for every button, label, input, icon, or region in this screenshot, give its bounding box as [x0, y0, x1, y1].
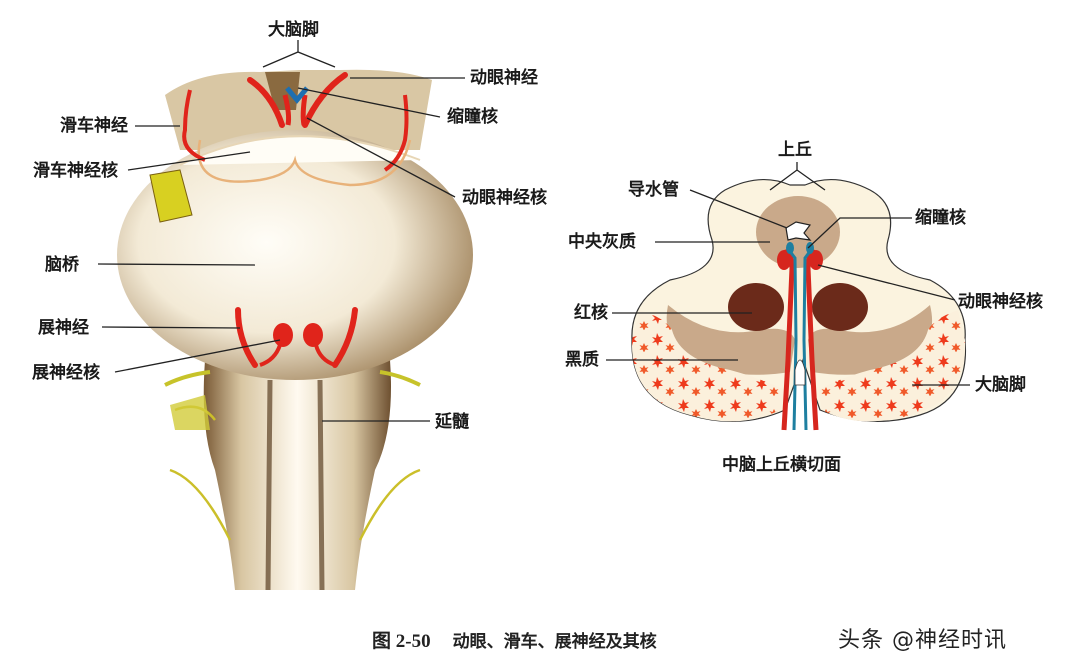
label-oculomotor-nerve: 动眼神经 [470, 68, 538, 88]
figure-caption: 图 2-50 动眼、滑车、展神经及其核 [372, 626, 657, 653]
brainstem-illustration [117, 69, 473, 591]
label-medulla: 延髓 [435, 412, 469, 432]
figure-number: 图 2-50 [372, 631, 431, 652]
label-oculomotor-nucleus-right: 动眼神经核 [958, 292, 1043, 312]
label-red-nucleus: 红核 [574, 303, 608, 323]
figure-title: 动眼、滑车、展神经及其核 [452, 632, 657, 652]
label-central-gray: 中央灰质 [568, 232, 636, 252]
label-abducens-nerve: 展神经 [38, 318, 89, 338]
label-edinger-westphal-left: 缩瞳核 [447, 107, 498, 127]
left-leader-lines [97, 40, 465, 422]
label-superior-colliculus: 上丘 [778, 140, 812, 160]
label-trochlear-nucleus: 滑车神经核 [33, 161, 118, 181]
midbrain-section [631, 178, 967, 431]
label-substantia-nigra: 黑质 [565, 350, 599, 370]
watermark: 头条 @神经时讯 [838, 628, 1007, 653]
label-aqueduct: 导水管 [628, 180, 679, 200]
section-subtitle: 中脑上丘横切面 [722, 455, 841, 475]
label-oculomotor-nucleus-left: 动眼神经核 [462, 188, 547, 208]
label-trochlear-nerve: 滑车神经 [60, 116, 128, 136]
label-edinger-westphal-right: 缩瞳核 [915, 208, 966, 228]
label-pons: 脑桥 [45, 255, 79, 275]
right-leader-lines [606, 162, 970, 386]
label-cerebral-peduncle-right: 大脑脚 [975, 375, 1026, 395]
label-cerebral-peduncle-left: 大脑脚 [268, 20, 319, 40]
label-abducens-nucleus: 展神经核 [32, 363, 100, 383]
